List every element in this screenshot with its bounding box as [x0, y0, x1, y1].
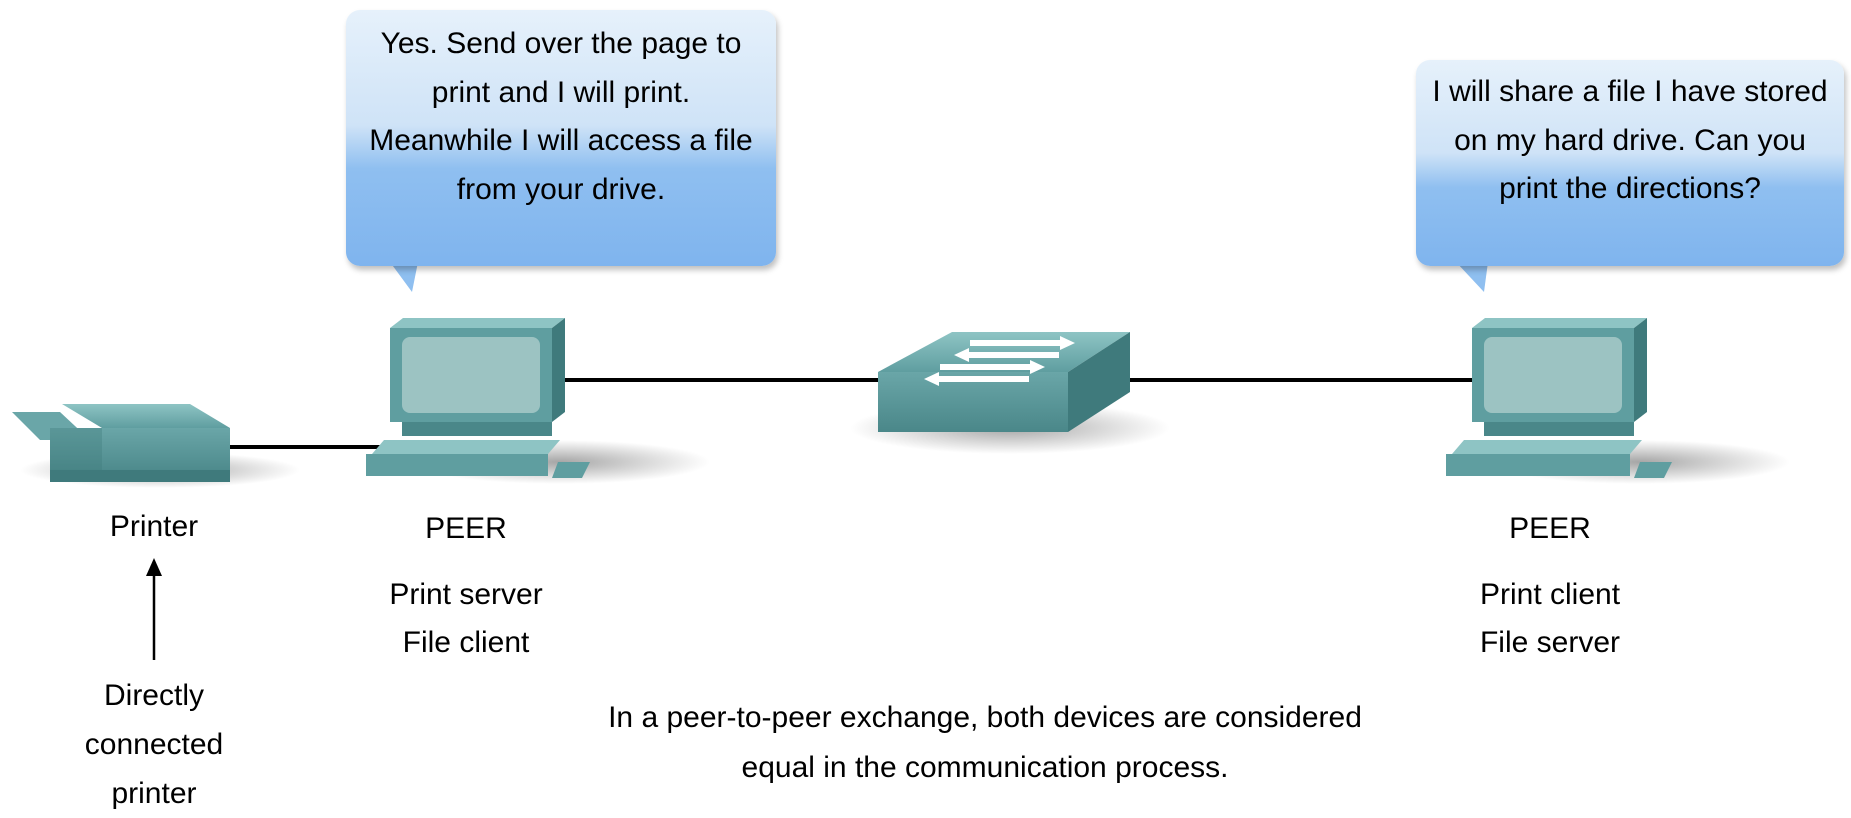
left-speech-text: Yes. Send over the page to print and I w…: [369, 27, 753, 206]
right-peer-computer-icon: [1446, 318, 1790, 484]
right-speech-bubble: I will share a file I have stored on my …: [1416, 60, 1844, 266]
printer-icon: [12, 404, 300, 488]
right-speech-text: I will share a file I have stored on my …: [1432, 75, 1828, 205]
right-peer-label: PEER: [1509, 512, 1591, 545]
right-peer-roles: Print client File server: [1479, 578, 1621, 659]
network-links: [228, 378, 1472, 449]
switch-icon: [850, 332, 1170, 454]
arrow-up-icon: [146, 558, 162, 660]
left-peer-roles: Print server File client: [389, 578, 543, 659]
left-peer-computer-icon: [366, 318, 710, 484]
printer-label: Printer: [109, 510, 199, 543]
left-bubble-tail: [390, 262, 418, 292]
diagram-caption: In a peer-to-peer exchange, both devices…: [608, 701, 1362, 784]
left-speech-bubble: Yes. Send over the page to print and I w…: [346, 10, 776, 266]
left-peer-label: PEER: [425, 512, 507, 545]
right-bubble-tail: [1456, 262, 1488, 292]
printer-note: Directly connected printer: [84, 679, 224, 810]
